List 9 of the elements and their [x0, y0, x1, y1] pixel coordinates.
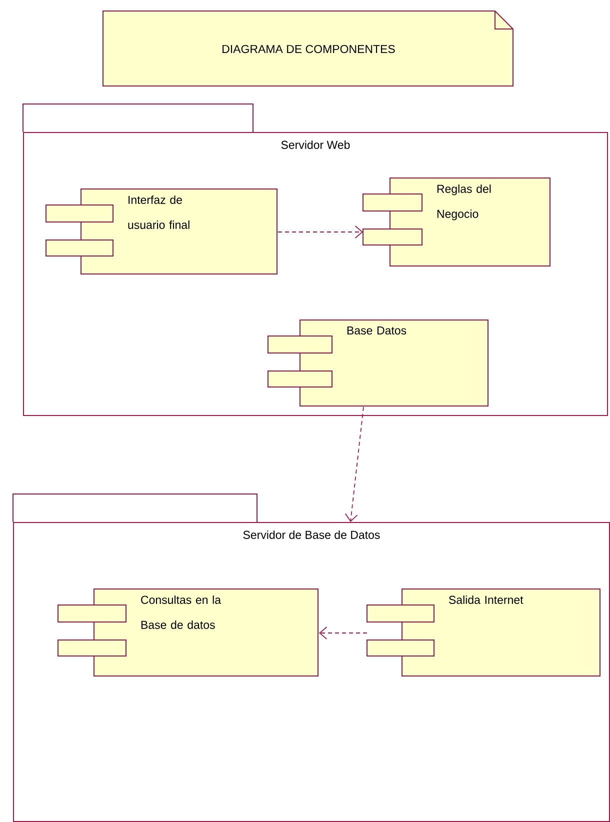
component-box: Salida Internet [366, 588, 600, 676]
dependency-arrow [278, 226, 363, 238]
component-box: Base Datos [268, 320, 488, 406]
component-box: Interfaz de usuario final [46, 188, 278, 274]
dependency-arrow [319, 626, 368, 640]
dependency-arrow [344, 406, 364, 522]
note-box: DIAGRAMA DE COMPONENTES [102, 10, 514, 86]
component-box: Consultas en la Base de datos [58, 588, 318, 676]
component-box: Reglas del Negocio [362, 178, 550, 266]
